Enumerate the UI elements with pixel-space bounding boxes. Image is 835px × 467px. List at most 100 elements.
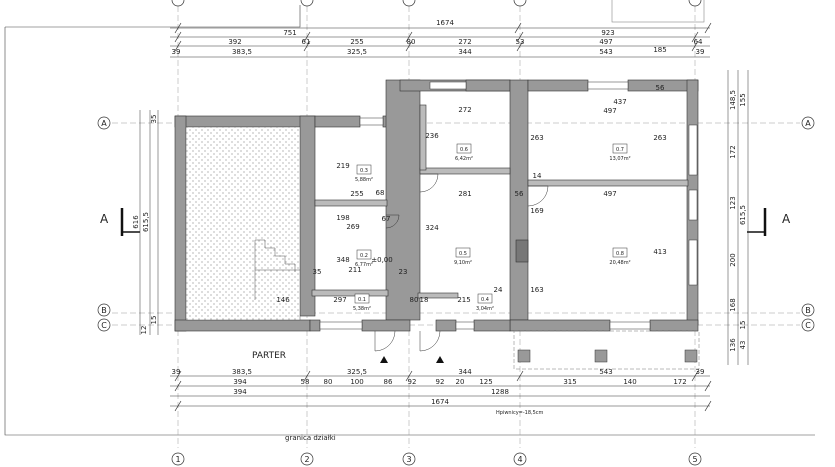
svg-text:172: 172 [673,378,686,386]
svg-text:A: A [805,119,811,128]
svg-text:0.4: 0.4 [481,297,489,303]
svg-text:92: 92 [408,378,417,386]
axis-column-1: 1 [171,452,185,466]
svg-text:20,48m²: 20,48m² [609,260,630,266]
axis-row-b-left: B [97,303,111,317]
plot-boundary [4,27,815,436]
svg-text:616: 616 [132,215,140,229]
svg-text:281: 281 [458,190,471,198]
axis-column-2-top [300,0,314,7]
svg-text:1288: 1288 [491,388,509,396]
room-0-2: 0.26,77m² [355,249,373,268]
svg-text:255: 255 [350,38,363,46]
svg-text:615,5: 615,5 [739,205,747,225]
svg-text:13,07m²: 13,07m² [609,156,630,162]
svg-text:15: 15 [150,316,158,325]
terrace [513,330,700,370]
svg-text:3: 3 [406,455,411,464]
svg-text:169: 169 [530,207,543,215]
svg-text:437: 437 [613,98,626,106]
svg-text:325,5: 325,5 [347,368,367,376]
section-marker-left: A [100,208,140,236]
svg-text:344: 344 [458,48,472,56]
svg-text:0.5: 0.5 [459,251,467,257]
svg-text:155: 155 [739,93,747,106]
entry-arrow-1 [380,356,388,363]
boundary-label: granica działki [285,434,336,442]
svg-text:3,04m²: 3,04m² [476,306,494,312]
svg-text:344: 344 [458,368,472,376]
svg-text:163: 163 [530,286,543,294]
room-0-7: 0.7 13,07m² [609,143,631,162]
svg-text:923: 923 [601,29,614,37]
svg-text:0.7: 0.7 [616,147,624,153]
svg-text:A: A [101,119,107,128]
svg-text:324: 324 [425,224,439,232]
svg-text:0.6: 0.6 [460,147,468,153]
svg-text:39: 39 [172,368,181,376]
windows [319,81,698,330]
axis-row-b-right: B [801,303,815,317]
svg-text:172: 172 [729,145,737,158]
svg-text:751: 751 [283,29,296,37]
svg-text:39: 39 [696,48,705,56]
room-0-3: 0.3 5,88m² [355,164,373,183]
interior-dimensions: 272 437 497 281 497 255 198 269 297 215 … [276,84,666,304]
svg-text:497: 497 [599,38,612,46]
svg-text:68: 68 [376,189,385,197]
svg-text:67: 67 [382,215,391,223]
svg-text:1: 1 [175,455,180,464]
neighbour-building [611,0,705,23]
room-0-8: 0.820,48m² [609,247,631,266]
svg-text:297: 297 [333,296,346,304]
svg-text:211: 211 [348,266,361,274]
svg-text:18: 18 [420,296,429,304]
svg-text:100: 100 [350,378,363,386]
svg-text:9,10m²: 9,10m² [454,260,472,266]
svg-text:14: 14 [533,172,542,180]
svg-text:80: 80 [407,38,416,46]
svg-text:272: 272 [458,106,471,114]
axis-column-5-top [688,0,702,7]
svg-text:0.1: 0.1 [358,297,366,303]
svg-text:A: A [100,212,109,226]
svg-text:1674: 1674 [431,398,449,406]
axis-column-4: 4 [513,452,527,466]
svg-text:543: 543 [599,48,612,56]
svg-text:148,5: 148,5 [729,90,737,110]
svg-text:543: 543 [599,368,612,376]
svg-text:394: 394 [233,388,247,396]
svg-text:58: 58 [301,378,310,386]
svg-text:168: 168 [729,298,737,311]
svg-text:±0,00: ±0,00 [371,256,392,264]
svg-text:325,5: 325,5 [347,48,367,56]
svg-text:C: C [805,321,811,330]
floor-label: PARTER [252,351,286,361]
svg-text:0.3: 0.3 [360,168,368,174]
room-0-6: 0.66,42m² [455,143,473,162]
svg-text:39: 39 [172,48,181,56]
svg-text:12: 12 [140,326,148,335]
axis-row-a-right: A [801,116,815,130]
hatched-area [185,126,301,321]
svg-text:80: 80 [410,296,419,304]
svg-text:15: 15 [739,321,747,330]
svg-text:5,88m²: 5,88m² [355,177,373,183]
svg-text:263: 263 [530,134,543,142]
svg-text:86: 86 [384,378,393,386]
section-marker-right: A [747,208,791,236]
axis-column-3-top [402,0,416,7]
svg-text:4: 4 [517,455,522,464]
svg-text:125: 125 [479,378,492,386]
svg-text:20: 20 [456,378,465,386]
room-0-5: 0.5 9,10m² [454,247,472,266]
svg-text:B: B [101,306,107,315]
svg-text:394: 394 [233,378,247,386]
svg-text:C: C [101,321,107,330]
svg-text:53: 53 [516,38,525,46]
svg-text:269: 269 [346,223,359,231]
svg-text:5,38m²: 5,38m² [353,306,371,312]
svg-text:23: 23 [399,268,408,276]
axis-row-a-left: A [97,116,111,130]
dimension-ticks [174,22,712,412]
